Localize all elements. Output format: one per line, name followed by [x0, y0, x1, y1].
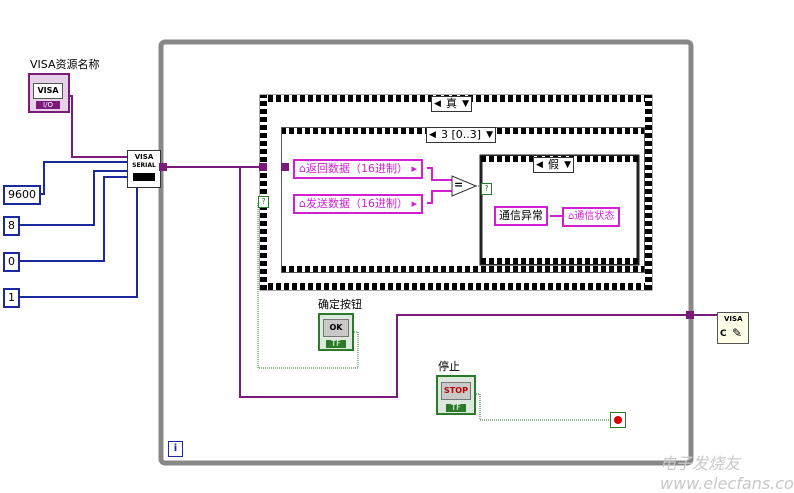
send-data-local[interactable]: ⌂发送数据（16进制） ▸	[293, 194, 424, 214]
parity-wire	[16, 176, 128, 262]
config-serial-tag: SERIAL	[132, 162, 156, 169]
stop-button-label: 停止	[438, 360, 460, 373]
serial-port-icon	[133, 173, 155, 181]
comm-status-local[interactable]: ⌂通信状态	[562, 207, 621, 227]
case-bottom-border	[260, 283, 652, 290]
stop-button-control[interactable]: STOP TF	[436, 375, 476, 415]
stop-bits-constant[interactable]: 1	[3, 288, 20, 308]
return-data-label: 返回数据（16进制）	[305, 162, 408, 175]
stop-tf-tag: TF	[446, 404, 466, 412]
ok-button-face: OK	[323, 319, 349, 337]
loop-iteration-terminal: i	[168, 441, 183, 457]
equal-compare-node	[451, 175, 478, 197]
databits-wire	[16, 170, 128, 226]
send-data-label: 发送数据（16进制）	[305, 197, 408, 210]
inner-case-bottom-border	[481, 258, 638, 264]
visa-close-node[interactable]: VISA C ✎	[717, 312, 749, 344]
case-prev-icon[interactable]: ◀	[434, 99, 441, 109]
arrow-right-icon: ▸	[407, 162, 418, 175]
inner-case-selector-label: 假	[548, 158, 559, 171]
stop-bool-wire	[474, 393, 610, 421]
ok-button-control[interactable]: OK TF	[318, 313, 354, 351]
inner-case-terminal: ?	[481, 183, 492, 195]
close-visa-tag: VISA	[724, 315, 743, 323]
stopbits-wire	[16, 186, 138, 298]
inner-prev-icon[interactable]: ◀	[536, 160, 543, 170]
loop-condition-terminal[interactable]	[610, 412, 626, 428]
sequence-selector[interactable]: ◀ 3 [0..3] ▼	[426, 127, 497, 143]
baud-rate-constant[interactable]: 9600	[3, 185, 41, 205]
loop-tunnel-out	[686, 311, 694, 319]
watermark: 电子发烧友 www.elecfans.com	[660, 454, 794, 493]
comm-error-constant[interactable]: 通信异常	[494, 206, 548, 226]
inner-case-selector[interactable]: ◀ 假 ▼	[533, 157, 574, 173]
inner-dropdown-icon[interactable]: ▼	[564, 160, 571, 170]
case-left-border	[260, 95, 267, 290]
case-selector-terminal: ?	[258, 196, 269, 208]
return-data-wire	[427, 167, 452, 181]
case-selector-label: 真	[446, 97, 457, 110]
visa-resource-label: VISA资源名称	[30, 58, 100, 71]
case-right-border	[645, 95, 652, 290]
case-selector-true[interactable]: ◀ 真 ▼	[431, 96, 472, 112]
seq-dropdown-icon[interactable]: ▼	[486, 130, 494, 140]
stop-circle-icon	[614, 416, 622, 424]
house-icon: ⌂	[299, 197, 306, 210]
close-c-tag: C	[720, 329, 727, 339]
comm-status-label: 通信状态	[574, 211, 615, 222]
close-pen-icon: ✎	[732, 326, 743, 340]
equal-operator: =	[454, 178, 464, 191]
data-bits-constant[interactable]: 8	[3, 216, 20, 236]
return-data-local[interactable]: ⌂返回数据（16进制） ▸	[293, 159, 424, 179]
house-icon: ⌂	[568, 211, 575, 222]
ok-button-label: 确定按钮	[318, 298, 362, 311]
config-visa-tag: VISA	[134, 153, 154, 161]
parity-constant[interactable]: 0	[3, 252, 20, 272]
send-data-wire	[427, 190, 452, 204]
visa-io-tag: I/O	[36, 101, 60, 109]
house-icon: ⌂	[299, 162, 306, 175]
sequence-tunnel-visa	[281, 163, 289, 171]
case-tunnel-visa	[259, 163, 267, 171]
sequence-bottom-border	[281, 266, 645, 273]
case-dropdown-icon[interactable]: ▼	[462, 99, 469, 109]
stop-button-face: STOP	[441, 382, 471, 400]
visa-configure-serial-node[interactable]: VISA SERIAL	[127, 150, 161, 188]
while-loop-border	[158, 39, 694, 466]
seq-prev-icon[interactable]: ◀	[429, 130, 436, 140]
loop-tunnel-visa	[159, 163, 167, 171]
arrow-right-icon: ▸	[407, 197, 418, 210]
sequence-selector-label: 3 [0..3]	[441, 128, 482, 141]
visa-resource-control[interactable]: VISA I/O	[28, 73, 70, 113]
visa-resource-wire	[67, 95, 130, 158]
ok-tf-tag: TF	[326, 340, 346, 348]
visa-resource-tag: VISA	[33, 83, 63, 99]
visa-wire-to-close	[239, 167, 690, 398]
